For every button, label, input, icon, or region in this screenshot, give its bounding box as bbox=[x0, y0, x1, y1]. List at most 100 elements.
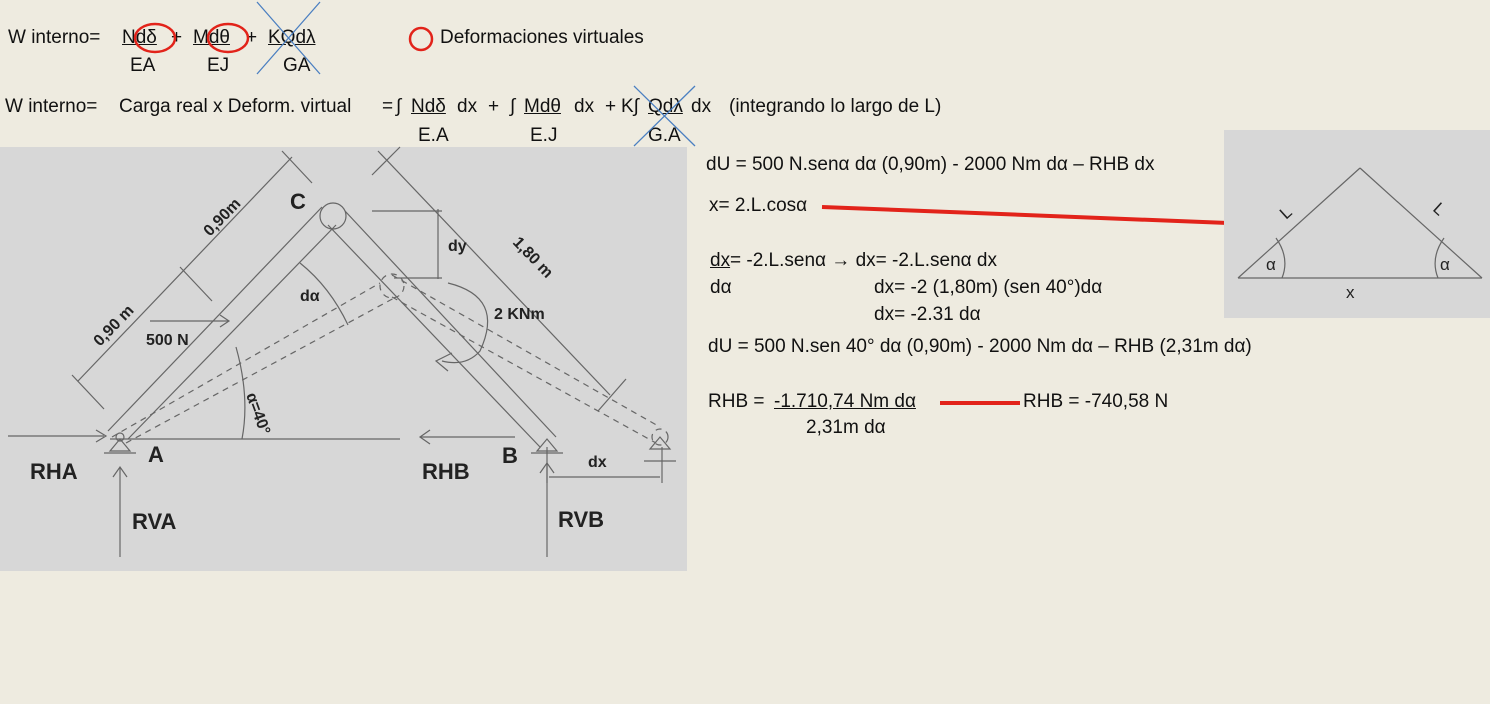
formula2-eq: = bbox=[382, 96, 394, 117]
rha-label: RHA bbox=[30, 459, 78, 484]
formula1-plus2: + bbox=[246, 27, 258, 48]
member-cb-right bbox=[344, 210, 557, 438]
formula2-marks bbox=[633, 85, 696, 147]
triangle-label-alpha-right: α bbox=[1440, 255, 1450, 274]
cross-out-line bbox=[256, 1, 321, 75]
dalpha-label: dα bbox=[300, 288, 320, 305]
moment-arc bbox=[441, 282, 489, 364]
formula2-dx1: dx bbox=[457, 96, 478, 117]
formula2-num2: Mdθ bbox=[524, 96, 561, 117]
joint-c bbox=[319, 202, 347, 230]
structure-diagram: C A B 0,90m 0,90 m 1,80 m 500 N 2 KNm dy… bbox=[8, 146, 676, 557]
triangle-diagram: L L α α x bbox=[1237, 167, 1483, 302]
structure-figure-panel: C A B 0,90m 0,90 m 1,80 m 500 N 2 KNm dy… bbox=[0, 146, 687, 571]
formula2-num3: Qdλ bbox=[648, 96, 683, 117]
formula2-note: (integrando lo largo de L) bbox=[729, 96, 942, 117]
dy-label: dy bbox=[448, 238, 467, 255]
deformed-member-left bbox=[125, 296, 397, 444]
cross-out-line bbox=[633, 85, 696, 147]
joint-a bbox=[115, 432, 125, 442]
formula2-lhs: W interno= bbox=[5, 96, 98, 117]
triangle-panel: L L α α x bbox=[1224, 130, 1490, 318]
deformed-joint-c bbox=[379, 273, 405, 299]
support-b bbox=[535, 438, 559, 452]
dx-label: dx bbox=[588, 454, 607, 471]
equation-dx-den: dα bbox=[710, 277, 732, 298]
label-a: A bbox=[148, 442, 164, 467]
formula1-term2-num: Mdθ bbox=[193, 27, 230, 48]
dim-tick bbox=[371, 146, 401, 176]
formula1-term1-num: Ndδ bbox=[122, 27, 157, 48]
triangle-angle-arc-left bbox=[1275, 237, 1286, 279]
virtual-deformation-circle-1 bbox=[133, 22, 177, 54]
dalpha-arc bbox=[299, 262, 349, 326]
formula2-k3: K∫ bbox=[621, 96, 639, 117]
equation-rhb-den: 2,31m dα bbox=[806, 417, 886, 438]
formula1-term3-den: GA bbox=[283, 55, 311, 76]
rhb-arrow-head bbox=[418, 429, 431, 445]
red-connector-x bbox=[821, 205, 1229, 225]
equation-dx-num: dx bbox=[710, 250, 731, 271]
formula2-plus1: + bbox=[488, 96, 500, 117]
deformed-member-left bbox=[111, 282, 381, 438]
moment-label: 2 KNm bbox=[494, 306, 545, 323]
label-b: B bbox=[502, 443, 518, 468]
member-ac-left bbox=[107, 206, 323, 432]
deformed-joint-b bbox=[651, 428, 669, 446]
formula2-den1: E.A bbox=[418, 125, 449, 146]
triangle-label-l-left: L bbox=[1276, 203, 1296, 223]
dim-tick bbox=[597, 378, 627, 412]
rha-arrow-head bbox=[95, 429, 108, 443]
force-label: 500 N bbox=[146, 332, 189, 349]
virtual-deformation-circle-2 bbox=[206, 22, 250, 54]
dim-tick bbox=[281, 150, 313, 184]
triangle-label-x: x bbox=[1346, 283, 1355, 302]
formula2-int2: ∫ bbox=[510, 96, 516, 117]
support-b-deformed bbox=[648, 436, 672, 450]
member-ac-right bbox=[127, 224, 337, 440]
dim-line-cb bbox=[377, 150, 611, 396]
force-500n-head bbox=[219, 314, 231, 328]
equation-x: x= 2.L.cosα bbox=[709, 195, 808, 216]
triangle-label-l-right: L bbox=[1429, 199, 1449, 219]
rhb-label: RHB bbox=[422, 459, 470, 484]
triangle-angle-arc-right bbox=[1434, 237, 1445, 279]
equation-rhb-result: RHB = -740,58 N bbox=[1023, 391, 1169, 412]
formula2-num1: Ndδ bbox=[411, 96, 446, 117]
label-c: C bbox=[290, 189, 306, 214]
dim-tick bbox=[179, 266, 213, 302]
support-a bbox=[108, 438, 132, 452]
formula2-plus2: + bbox=[605, 96, 617, 117]
deformed-member-right bbox=[391, 274, 661, 428]
rva-arrow-head bbox=[112, 465, 128, 478]
triangle-label-alpha-left: α bbox=[1266, 255, 1276, 274]
formula1-term2-den: EJ bbox=[207, 55, 230, 76]
equation-du-1: dU = 500 N.senα dα (0,90m) - 2000 Nm dα … bbox=[706, 154, 1155, 175]
member-cb-left bbox=[327, 224, 541, 448]
equation-dx-rest: = -2.L.senα → dx= -2.L.senα dx bbox=[730, 250, 997, 271]
dim-line-ac bbox=[77, 156, 293, 382]
formula2-dx3: dx bbox=[691, 96, 712, 117]
alpha-arc bbox=[235, 346, 246, 440]
triangle-left-side bbox=[1237, 167, 1361, 279]
rva-label: RVA bbox=[132, 509, 177, 534]
formula1-marks bbox=[133, 1, 434, 75]
formula1-lhs: W interno= bbox=[8, 27, 101, 48]
equation-dx-2: dx= -2 (1,80m) (sen 40°)dα bbox=[874, 277, 1103, 298]
formula2-middle: Carga real x Deform. virtual bbox=[119, 96, 352, 117]
legend-red-circle-icon bbox=[408, 26, 434, 52]
equation-rhb-num: -1.710,74 Nm dα bbox=[774, 391, 916, 412]
equation-rhb-lhs: RHB = bbox=[708, 391, 765, 412]
formula2-dx2: dx bbox=[574, 96, 595, 117]
equation-dx-3: dx= -2.31 dα bbox=[874, 304, 981, 325]
formula1-term3-num: KQdλ bbox=[268, 27, 316, 48]
dim-tick bbox=[71, 374, 105, 410]
formula2-den3: G.A bbox=[648, 125, 681, 146]
equation-du-2: dU = 500 N.sen 40° dα (0,90m) - 2000 Nm … bbox=[708, 336, 1252, 357]
moment-arrow-head bbox=[434, 352, 453, 372]
formula2-den2: E.J bbox=[530, 125, 558, 146]
formula2-int1: ∫ bbox=[396, 96, 402, 117]
rvb-label: RVB bbox=[558, 507, 604, 532]
formula1-plus1: + bbox=[171, 27, 183, 48]
